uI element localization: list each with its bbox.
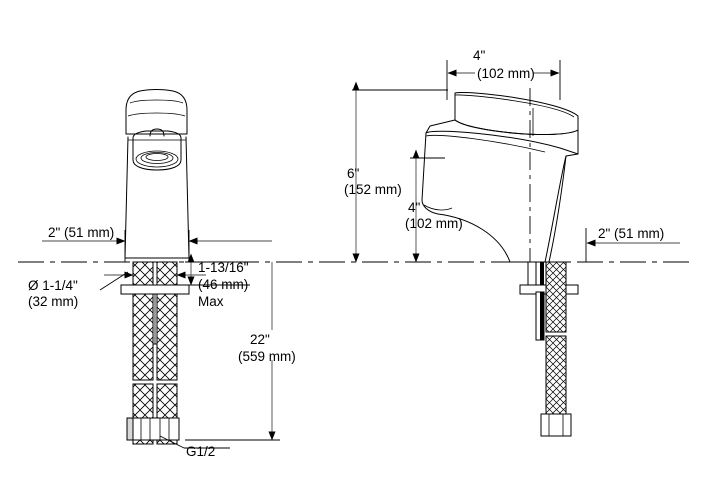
dim-overall-height: 6" (152 mm) [344,81,448,263]
dim-spout-reach: 4" (102 mm) [446,48,561,100]
dim-spout-reach-line1: 4" [473,48,486,63]
dim-spout-height-line1: 4" [408,200,421,215]
side-handle-hub [425,119,579,155]
dim-spout-height-line2: (102 mm) [405,216,463,231]
dim-spout-reach-line2: (102 mm) [477,66,535,81]
dim-side-spout-width: 2" (51 mm) [585,226,680,262]
front-spout-head [125,89,188,135]
dim-front-spout-width-label: 2" (51 mm) [48,225,114,240]
dim-overall-height-line2: (152 mm) [344,182,402,197]
side-shank-assembly [519,261,579,437]
dim-shank-diameter-line1: Ø 1-1/4" [28,278,78,293]
side-body-spout [421,132,579,263]
dim-side-spout-width-label: 2" (51 mm) [598,226,664,241]
dim-spout-height: 4" (102 mm) [405,149,463,263]
dim-shank-diameter: Ø 1-1/4" (32 mm) [28,271,206,309]
side-view-group [421,88,579,437]
dim-inlet-thread: G1/2 [159,435,230,459]
dim-supply-length-line2: (559 mm) [238,349,296,364]
dim-deck-thickness-line1: 1-13/16" [198,260,249,275]
dim-inlet-thread-label: G1/2 [186,444,215,459]
dim-shank-diameter-line2: (32 mm) [28,294,78,309]
front-shank-assembly [120,261,190,445]
dim-deck-thickness: 1-13/16" (46 mm) Max [185,253,250,309]
dim-deck-thickness-line2: (46 mm) [198,277,248,292]
dim-deck-thickness-line3: Max [198,294,224,309]
dim-supply-length-line1: 22" [250,332,270,347]
dim-supply-length: 22" (559 mm) [185,262,296,441]
dim-overall-height-line1: 6" [347,166,360,181]
front-handle-boss [149,128,165,137]
dim-front-spout-width: 2" (51 mm) [42,225,272,262]
front-body-column [124,136,190,259]
front-aerator-collar [132,130,182,171]
front-view-group [120,89,190,445]
